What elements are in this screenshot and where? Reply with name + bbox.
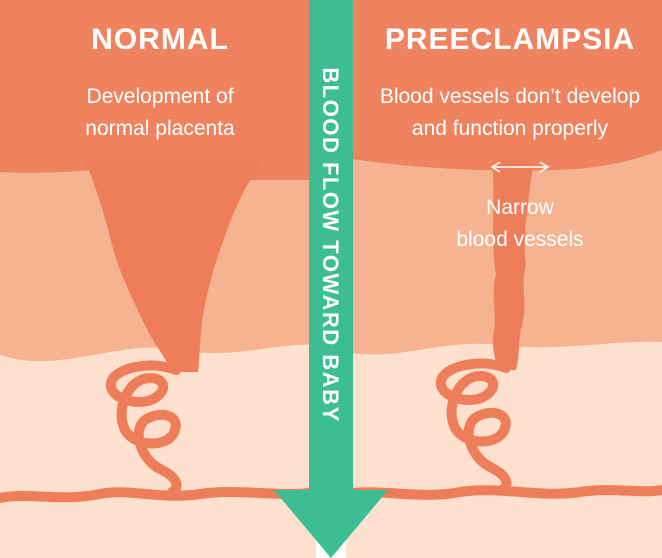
narrow-label-line-2: blood vessels (456, 228, 583, 251)
preeclampsia-heading: PREECLAMPSIA (385, 23, 635, 56)
preeclampsia-caption-line-2: and function properly (412, 117, 609, 140)
right-horizontal-vessel (346, 490, 662, 495)
left-horizontal-vessel (0, 492, 316, 498)
right-panel-preeclampsia: PREECLAMPSIA Blood vessels don’t develop… (346, 0, 662, 558)
normal-caption-line-2: normal placenta (85, 117, 235, 140)
preeclampsia-caption-line-1: Blood vessels don’t develop (380, 85, 640, 108)
left-panel-normal: NORMAL Development of normal placenta (0, 0, 316, 558)
normal-caption-line-1: Development of (86, 85, 233, 108)
normal-heading: NORMAL (91, 23, 229, 56)
narrow-label-line-1: Narrow (486, 196, 555, 219)
blood-flow-label: BLOOD FLOW TOWARD BABY (318, 67, 343, 422)
